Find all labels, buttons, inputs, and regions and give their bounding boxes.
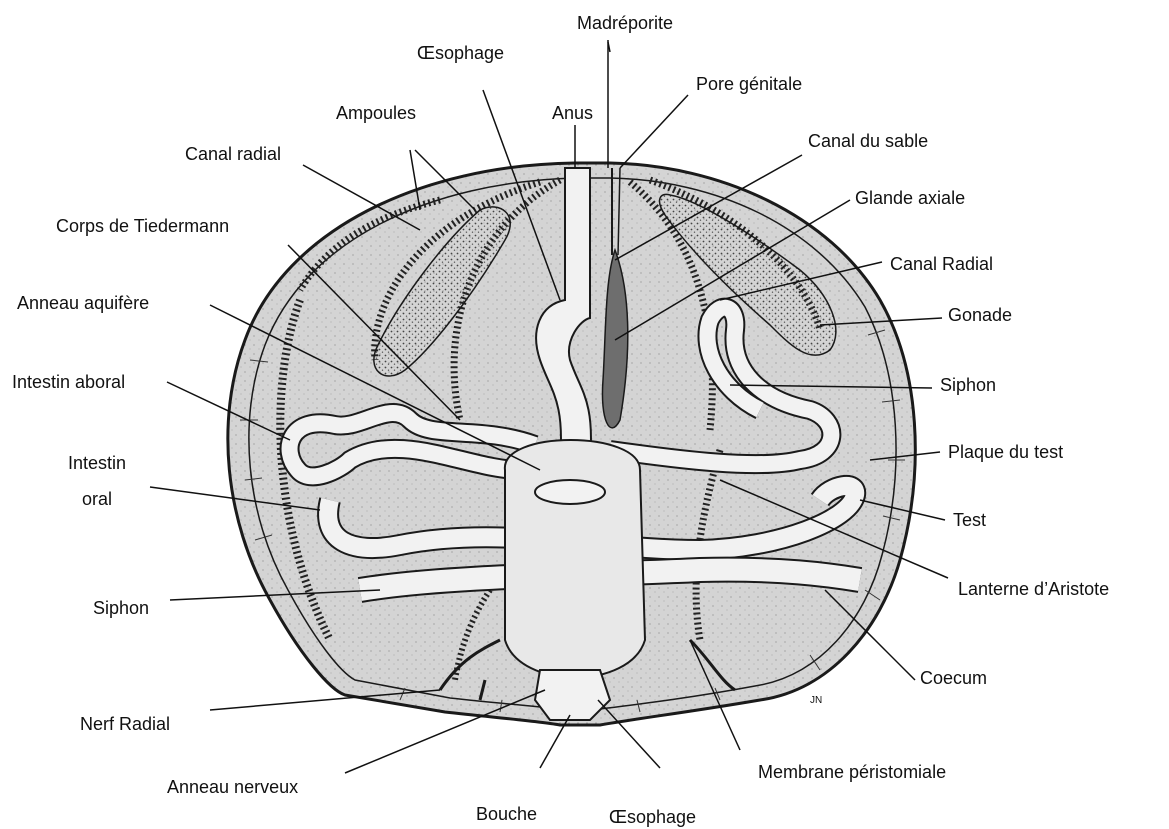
label-membrane-peristomiale: Membrane péristomiale	[758, 761, 946, 783]
label-corps-tiedermann: Corps de Tiedermann	[56, 215, 229, 237]
label-pore-genitale: Pore génitale	[696, 73, 802, 95]
label-madreporite: Madréporite	[577, 12, 673, 34]
label-intestin-oral-line2: oral	[62, 488, 132, 510]
label-oesophage-top: Œsophage	[417, 42, 504, 64]
label-test: Test	[953, 509, 986, 531]
label-intestin-oral-line1: Intestin	[62, 452, 132, 474]
anneau-aquifere	[535, 480, 605, 504]
label-bouche: Bouche	[476, 803, 537, 825]
label-lanterne-aristote: Lanterne d’Aristote	[958, 578, 1109, 600]
label-gonade: Gonade	[948, 304, 1012, 326]
label-plaque-du-test: Plaque du test	[948, 441, 1063, 463]
label-siphon-left: Siphon	[93, 597, 149, 619]
label-siphon-right: Siphon	[940, 374, 996, 396]
label-canal-du-sable: Canal du sable	[808, 130, 928, 152]
label-glande-axiale: Glande axiale	[855, 187, 965, 209]
label-anneau-nerveux: Anneau nerveux	[167, 776, 298, 798]
label-oesophage-bottom: Œsophage	[609, 806, 696, 828]
artist-signature: JN	[810, 690, 822, 712]
anneau-nerveux	[535, 670, 610, 720]
label-anus: Anus	[552, 102, 593, 124]
label-nerf-radial: Nerf Radial	[80, 713, 170, 735]
label-anneau-aquifere: Anneau aquifère	[17, 292, 149, 314]
label-coecum: Coecum	[920, 667, 987, 689]
label-canal-radial-right: Canal Radial	[890, 253, 993, 275]
label-canal-radial-left: Canal radial	[185, 143, 281, 165]
label-ampoules: Ampoules	[336, 102, 416, 124]
lanterne-aristote	[505, 440, 645, 678]
label-intestin-aboral: Intestin aboral	[12, 371, 125, 393]
